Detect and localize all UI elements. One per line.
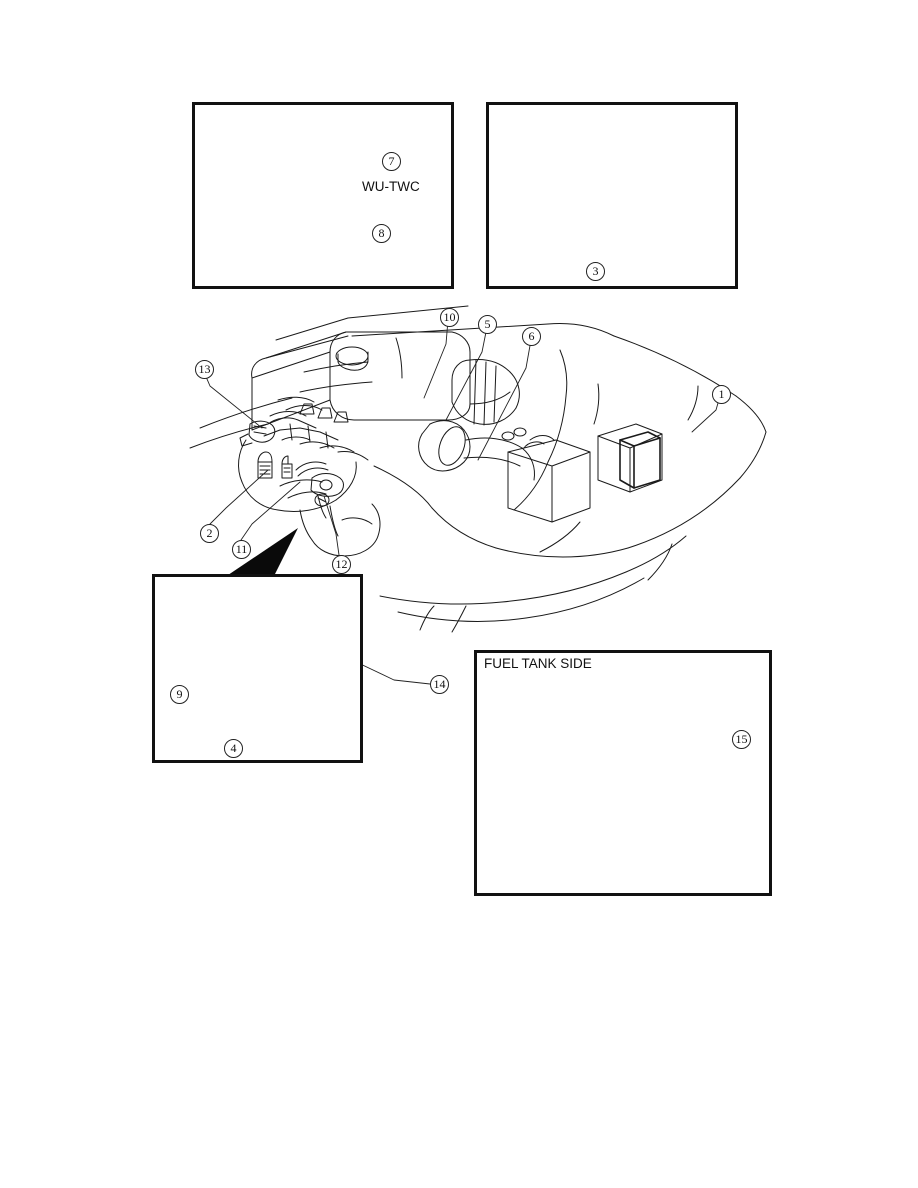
fuel-tank-panel [474, 650, 772, 896]
callout-10[interactable]: 10 [440, 308, 459, 327]
callout-15[interactable]: 15 [732, 730, 751, 749]
callout-5[interactable]: 5 [478, 315, 497, 334]
interior-panel [486, 102, 738, 289]
callout-14[interactable]: 14 [430, 675, 449, 694]
callout-6[interactable]: 6 [522, 327, 541, 346]
callout-13[interactable]: 13 [195, 360, 214, 379]
fuel-tank-side-label: FUEL TANK SIDE [484, 656, 592, 671]
wu-twc-label: WU-TWC [362, 179, 420, 194]
callout-1[interactable]: 1 [712, 385, 731, 404]
callout-12[interactable]: 12 [332, 555, 351, 574]
callout-8[interactable]: 8 [372, 224, 391, 243]
exhaust-manifold-panel [192, 102, 454, 289]
callout-9[interactable]: 9 [170, 685, 189, 704]
intake-manifold-panel [152, 574, 363, 763]
callout-2[interactable]: 2 [200, 524, 219, 543]
callout-11[interactable]: 11 [232, 540, 251, 559]
callout-7[interactable]: 7 [382, 152, 401, 171]
callout-4[interactable]: 4 [224, 739, 243, 758]
callout-3[interactable]: 3 [586, 262, 605, 281]
